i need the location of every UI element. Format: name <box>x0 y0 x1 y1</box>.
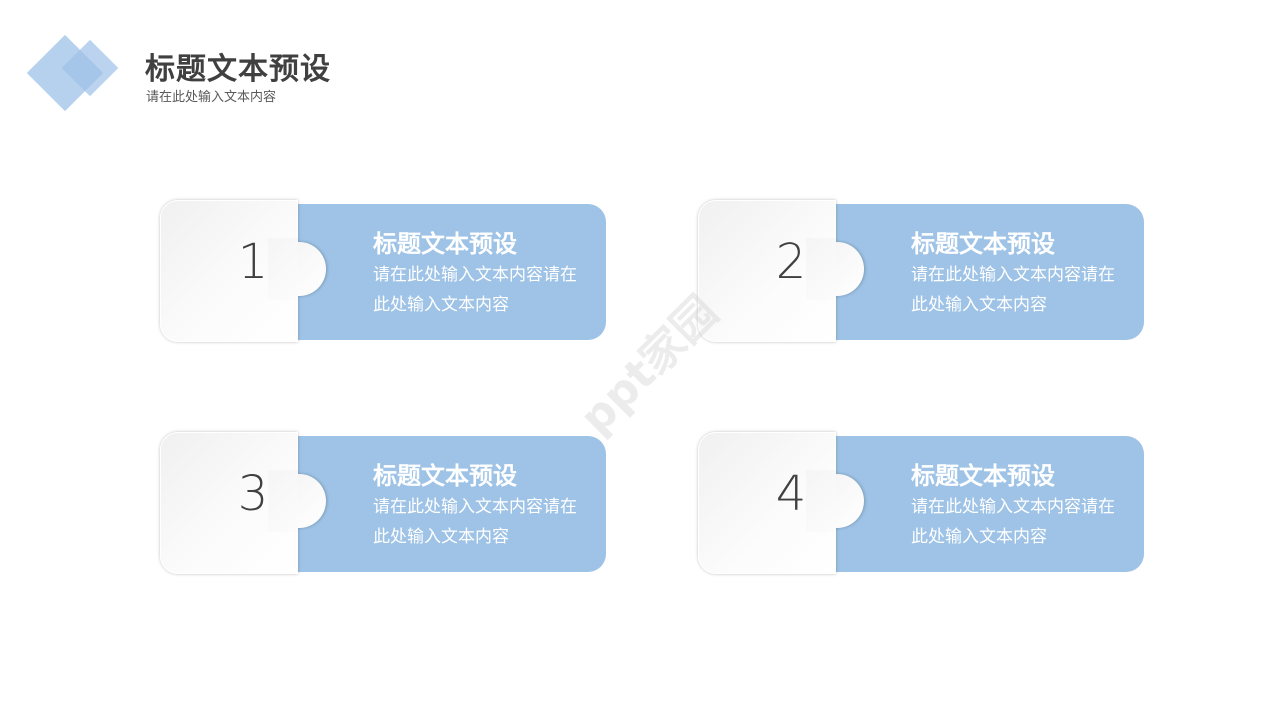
card-number: 3 <box>237 466 269 522</box>
puzzle-card-1: 1 标题文本预设 请在此处输入文本内容请在此处输入文本内容 <box>158 200 608 345</box>
puzzle-knob-join <box>806 470 836 532</box>
card-tab <box>298 204 606 340</box>
card-description: 请在此处输入文本内容请在此处输入文本内容 <box>373 497 577 547</box>
diamond-logo-icon <box>20 30 130 120</box>
page-subtitle: 请在此处输入文本内容 <box>146 90 277 105</box>
puzzle-knob-join <box>268 470 298 532</box>
card-description: 请在此处输入文本内容请在此处输入文本内容 <box>911 497 1115 547</box>
puzzle-card-4: 4 标题文本预设 请在此处输入文本内容请在此处输入文本内容 <box>696 432 1146 577</box>
card-number: 2 <box>775 234 807 290</box>
card-title: 标题文本预设 <box>373 229 517 258</box>
card-number: 1 <box>237 234 269 290</box>
puzzle-knob-join <box>806 238 836 300</box>
card-tab <box>298 436 606 572</box>
card-title: 标题文本预设 <box>373 461 517 490</box>
card-description: 请在此处输入文本内容请在此处输入文本内容 <box>373 265 577 315</box>
puzzle-knob-join <box>268 238 298 300</box>
card-description: 请在此处输入文本内容请在此处输入文本内容 <box>911 265 1115 315</box>
puzzle-card-2: 2 标题文本预设 请在此处输入文本内容请在此处输入文本内容 <box>696 200 1146 345</box>
puzzle-card-3: 3 标题文本预设 请在此处输入文本内容请在此处输入文本内容 <box>158 432 608 577</box>
page-title: 标题文本预设 <box>145 52 331 87</box>
card-tab <box>836 436 1144 572</box>
card-tab <box>836 204 1144 340</box>
card-title: 标题文本预设 <box>911 461 1055 490</box>
card-title: 标题文本预设 <box>911 229 1055 258</box>
card-number: 4 <box>775 466 807 522</box>
